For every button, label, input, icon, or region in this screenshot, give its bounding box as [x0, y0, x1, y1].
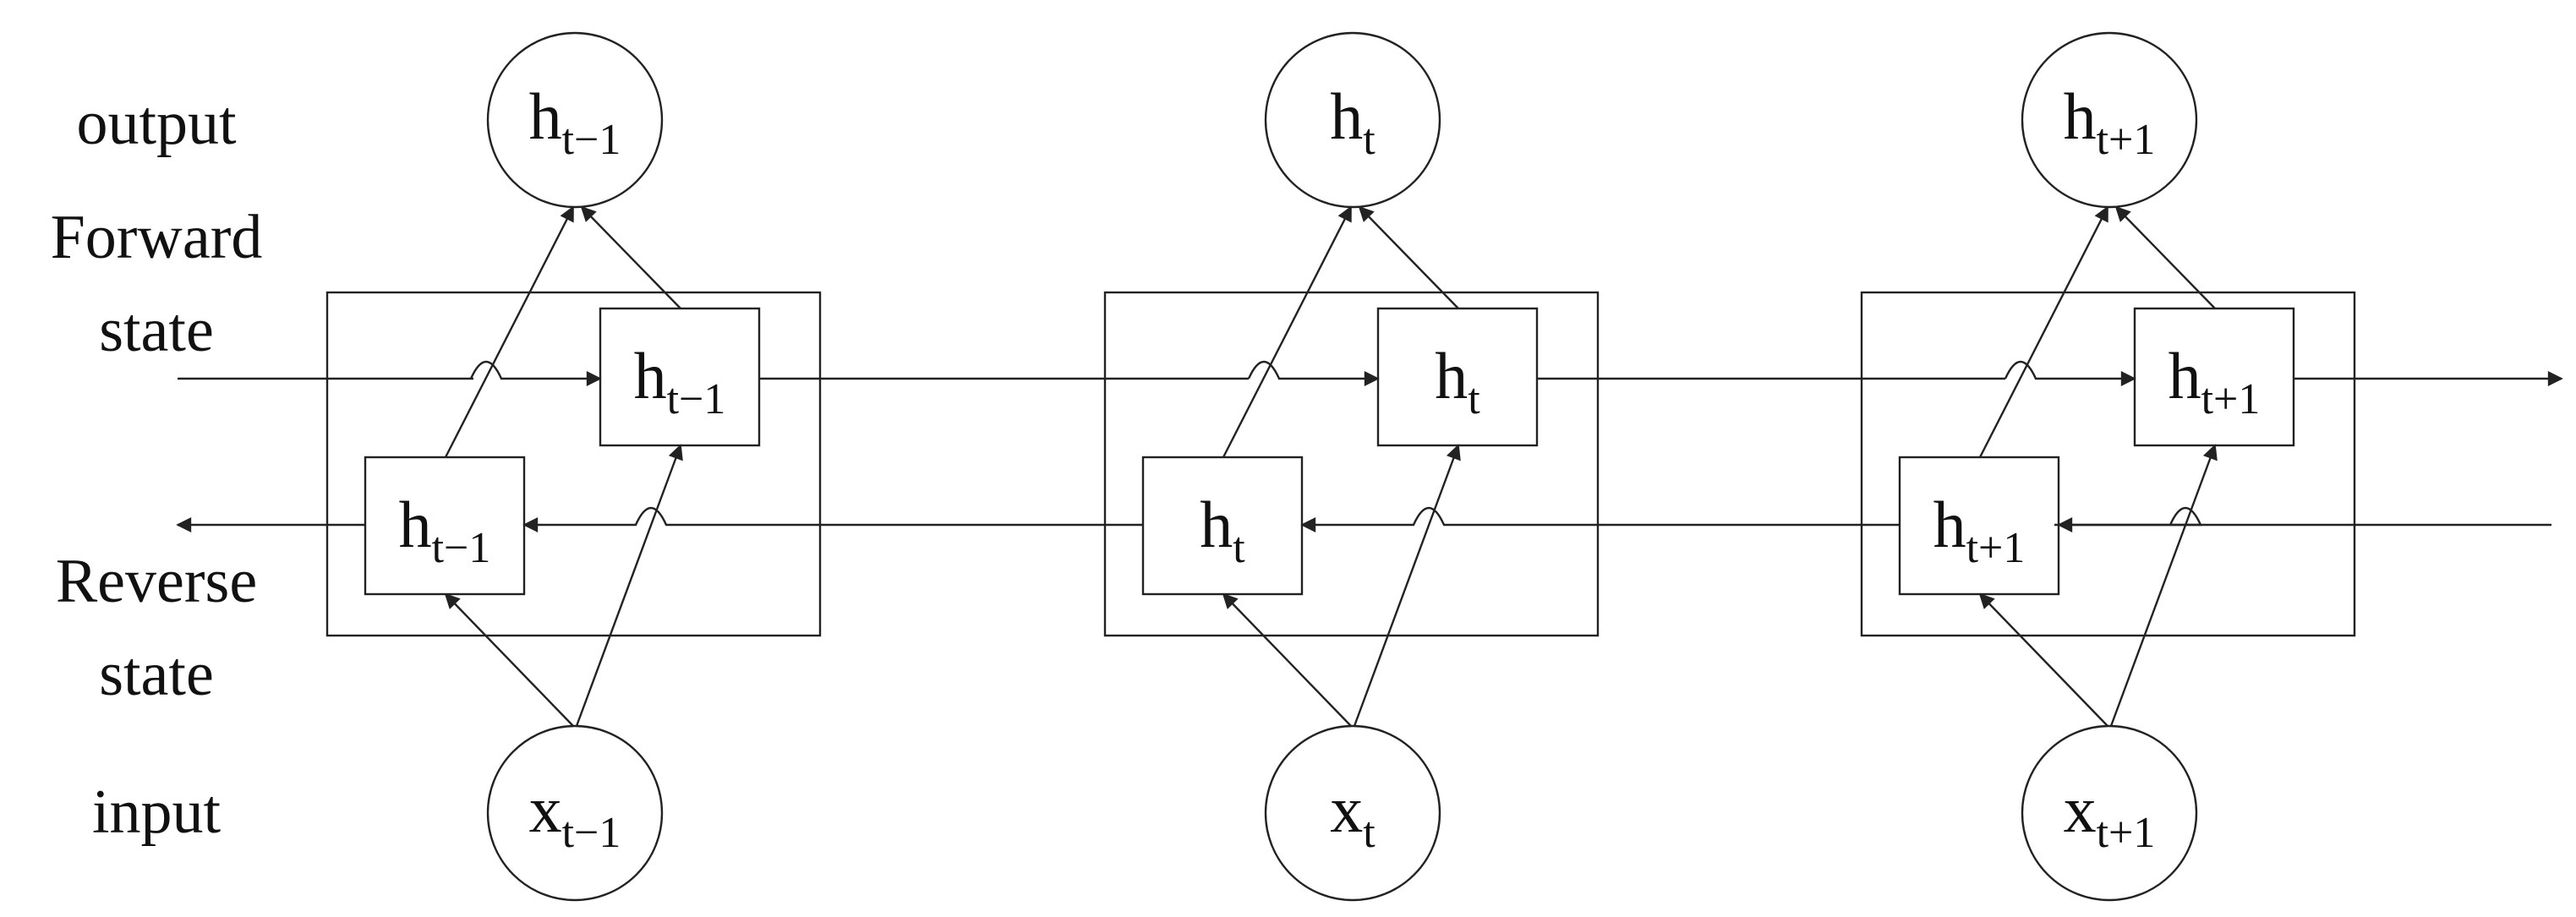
- reverse-to-output-arrow: [1978, 205, 2109, 458]
- reverse-state-box: [1898, 456, 2060, 596]
- reverse-state-label-line1: Reverse: [56, 547, 257, 616]
- forward-state-label: ht: [1435, 339, 1480, 423]
- forward-to-output-arrow: [2114, 205, 2216, 309]
- forward-state-label-subscript: t: [1468, 375, 1480, 423]
- input-to-reverse-arrow: [1222, 592, 1352, 727]
- input-node-label: xt−1: [529, 772, 621, 857]
- cell-container: [325, 291, 822, 637]
- input-node-label-base: x: [529, 772, 562, 846]
- reverse-state-label-subscript: t: [1233, 524, 1245, 572]
- forward-arrow: [1247, 361, 1380, 386]
- forward-state-label-line2: state: [99, 296, 214, 365]
- input-node: [1264, 724, 1441, 902]
- reverse-arrow: [2054, 507, 2202, 532]
- output-node: [1264, 31, 1441, 209]
- reverse-arrow: [1300, 507, 1900, 532]
- output-node: [486, 31, 664, 209]
- cell-container: [1860, 291, 2356, 637]
- input-to-forward-arrow: [575, 444, 683, 727]
- reverse-state-box: [364, 456, 526, 596]
- reverse-state-label-subscript: t+1: [1966, 524, 2026, 572]
- output-node-label-subscript: t+1: [2097, 116, 2156, 164]
- input-node: [486, 724, 664, 902]
- output-node-label-subscript: t−1: [562, 116, 621, 164]
- forward-state-label-base: h: [634, 339, 667, 412]
- input-node-label: xt+1: [2064, 772, 2156, 857]
- forward-state-label-base: h: [1435, 339, 1468, 412]
- forward-state-label: ht−1: [634, 339, 726, 423]
- forward-state-label-base: h: [2169, 339, 2201, 412]
- forward-state-label: ht+1: [2169, 339, 2261, 423]
- reverse-state-label: ht−1: [399, 488, 491, 572]
- input-node-label-base: x: [1330, 772, 1363, 846]
- reverse-state-label: ht+1: [1933, 488, 2026, 572]
- input-node: [2021, 724, 2198, 902]
- reverse-state-box: [1141, 456, 1304, 596]
- output-node-label-base: h: [529, 79, 562, 153]
- input-node-label-base: x: [2064, 772, 2097, 846]
- reverse-state-label-base: h: [1200, 488, 1233, 561]
- input-to-reverse-arrow: [1978, 592, 2108, 727]
- output-node: [2021, 31, 2198, 209]
- forward-state-label-subscript: t−1: [667, 375, 726, 423]
- reverse-state-label-base: h: [399, 488, 432, 561]
- output-node-label: ht+1: [2064, 79, 2156, 164]
- time-step-1: ht−1ht−1ht−1xt−1: [325, 31, 1143, 902]
- reverse-state-label-base: h: [1933, 488, 1966, 561]
- reverse-state-label: ht: [1200, 488, 1245, 572]
- output-row-label: output: [76, 89, 237, 158]
- input-to-forward-arrow: [2109, 444, 2218, 727]
- output-node-label-base: h: [2064, 79, 2097, 153]
- input-node-label-subscript: t+1: [2097, 809, 2156, 857]
- forward-to-output-arrow: [1358, 205, 1459, 309]
- input-to-forward-arrow: [1353, 444, 1461, 727]
- reverse-state-label-subscript: t−1: [432, 524, 491, 572]
- input-node-label-subscript: t: [1363, 809, 1376, 857]
- forward-state-label-subscript: t+1: [2201, 375, 2261, 423]
- time-step-3: ht+1ht+1ht+1xt+1: [1537, 31, 2356, 902]
- reverse-to-output-arrow: [444, 205, 575, 458]
- input-node-label-subscript: t−1: [562, 809, 621, 857]
- reverse-state-label-line2: state: [99, 640, 214, 709]
- forward-state-label-line1: Forward: [51, 203, 263, 272]
- output-node-label: ht: [1330, 79, 1376, 164]
- input-to-reverse-arrow: [444, 592, 574, 727]
- forward-state-box: [599, 307, 761, 447]
- forward-to-output-arrow: [580, 205, 681, 309]
- reverse-to-output-arrow: [1222, 205, 1353, 458]
- forward-arrow: [2004, 361, 2136, 386]
- output-node-label: ht−1: [529, 79, 621, 164]
- forward-state-box: [2133, 307, 2295, 447]
- output-node-label-base: h: [1330, 79, 1363, 153]
- input-node-label: xt: [1330, 772, 1376, 857]
- forward-arrow: [469, 361, 602, 386]
- forward-state-box: [1376, 307, 1539, 447]
- reverse-arrow: [522, 507, 1143, 532]
- input-row-label: input: [92, 778, 222, 847]
- cell-container: [1103, 291, 1600, 637]
- output-node-label-subscript: t: [1363, 116, 1376, 164]
